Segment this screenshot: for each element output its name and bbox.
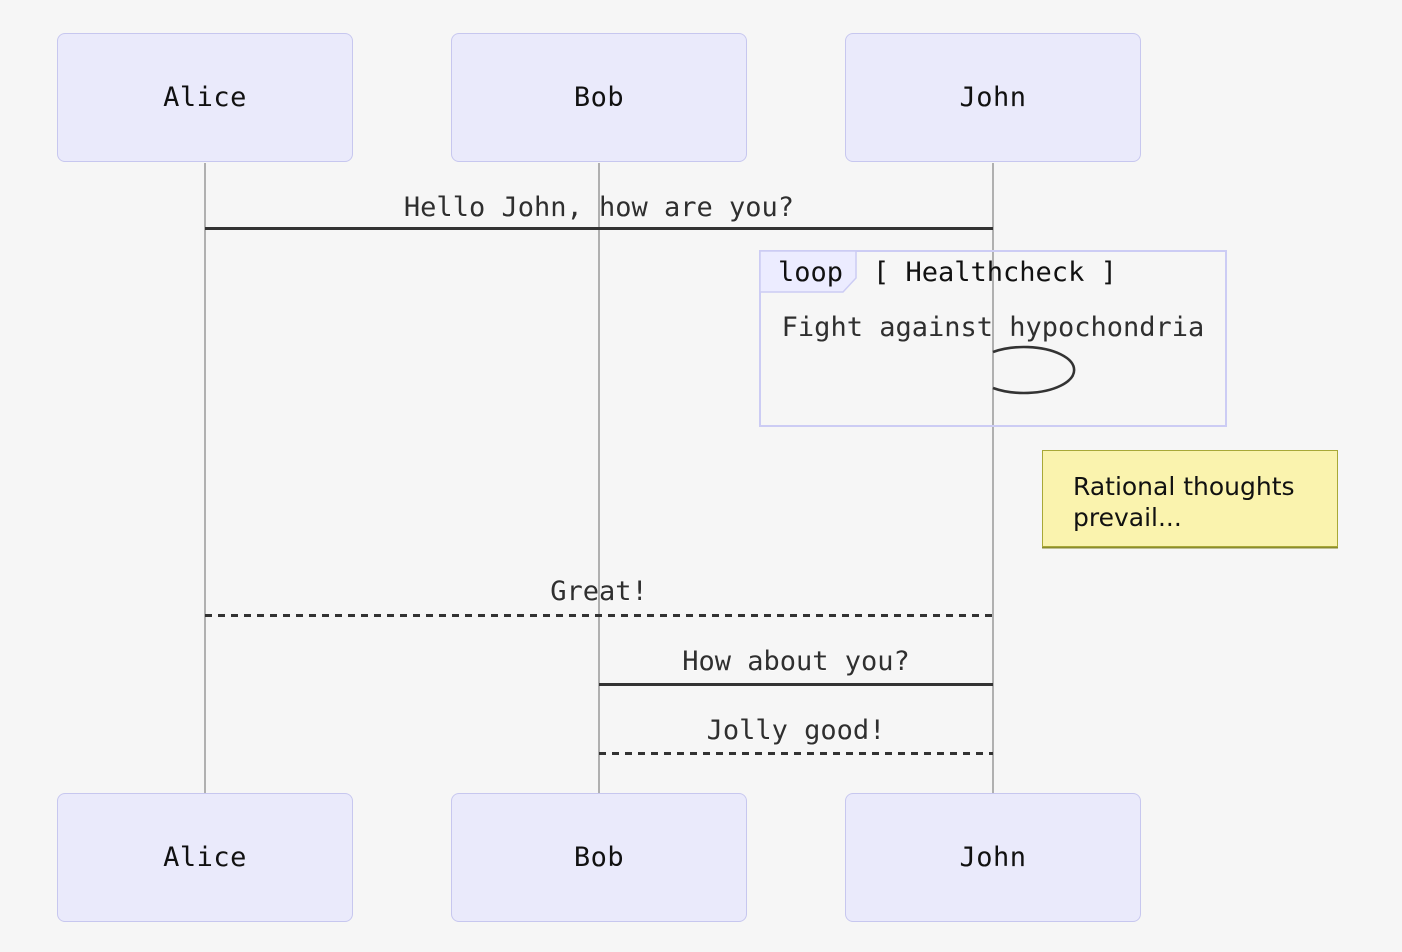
message-label-how-about-you: How about you? <box>682 646 910 677</box>
actor-box-john-top: John <box>845 33 1141 162</box>
actor-box-alice-top: Alice <box>57 33 353 162</box>
actor-box-bob-top: Bob <box>451 33 747 162</box>
loop-keyword-label: loop <box>778 257 844 288</box>
note-rational-thoughts: Rational thoughts prevail... <box>1042 450 1338 547</box>
message-label-great: Great! <box>550 576 648 607</box>
actor-box-john-bottom: John <box>845 793 1141 922</box>
message-line-jolly-good <box>599 752 993 755</box>
message-line-hello-john <box>205 227 993 230</box>
loop-label-tab <box>759 250 857 293</box>
self-loop-arrow <box>992 345 1076 395</box>
message-line-how-about-you <box>599 683 993 686</box>
message-label-jolly-good: Jolly good! <box>706 715 886 746</box>
loop-condition-label: [ Healthcheck ] <box>873 257 1117 288</box>
note-line-1: Rational thoughts <box>1073 472 1295 501</box>
message-label-hello-john: Hello John, how are you? <box>403 192 795 223</box>
message-line-great <box>205 614 993 617</box>
loop-self-message-label: Fight against hypochondria <box>781 312 1205 343</box>
lifeline-bob <box>598 163 600 793</box>
lifeline-alice <box>204 163 206 793</box>
loop-frame: loop [ Healthcheck ] Fight against hypoc… <box>759 250 1227 427</box>
note-line-2: prevail... <box>1073 503 1182 532</box>
actor-box-alice-bottom: Alice <box>57 793 353 922</box>
actor-box-bob-bottom: Bob <box>451 793 747 922</box>
lifeline-john <box>992 163 994 793</box>
